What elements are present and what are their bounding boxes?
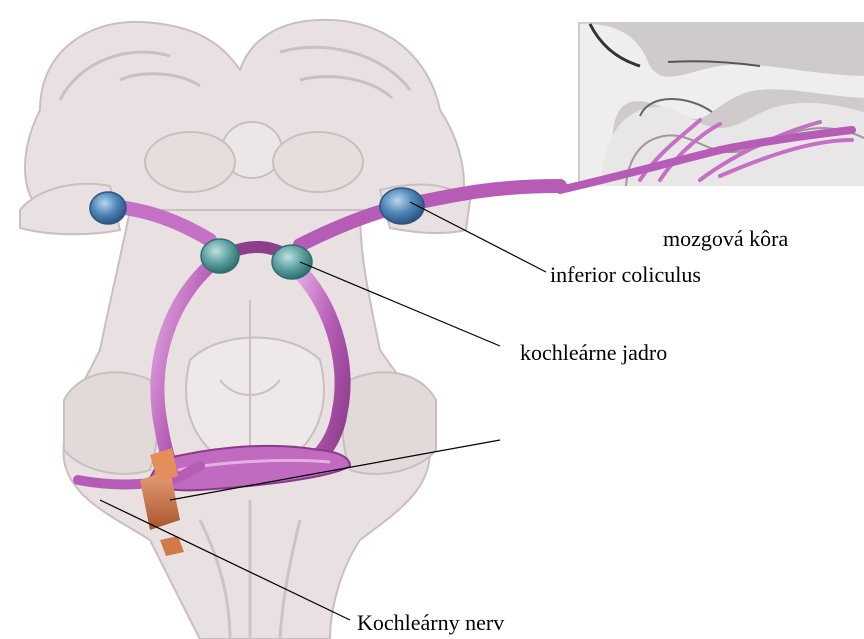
leader-inferior-colliculus [410,202,546,272]
label-cochlear-nerve: Kochleárny nerv [357,612,504,634]
label-cochlear-nucleus: kochleárne jadro [520,342,667,364]
label-cortex: mozgová kôra [663,228,788,250]
cortex-inset [560,22,864,190]
label-inferior-colliculus: inferior coliculus [550,264,701,286]
brainstem [20,20,470,639]
